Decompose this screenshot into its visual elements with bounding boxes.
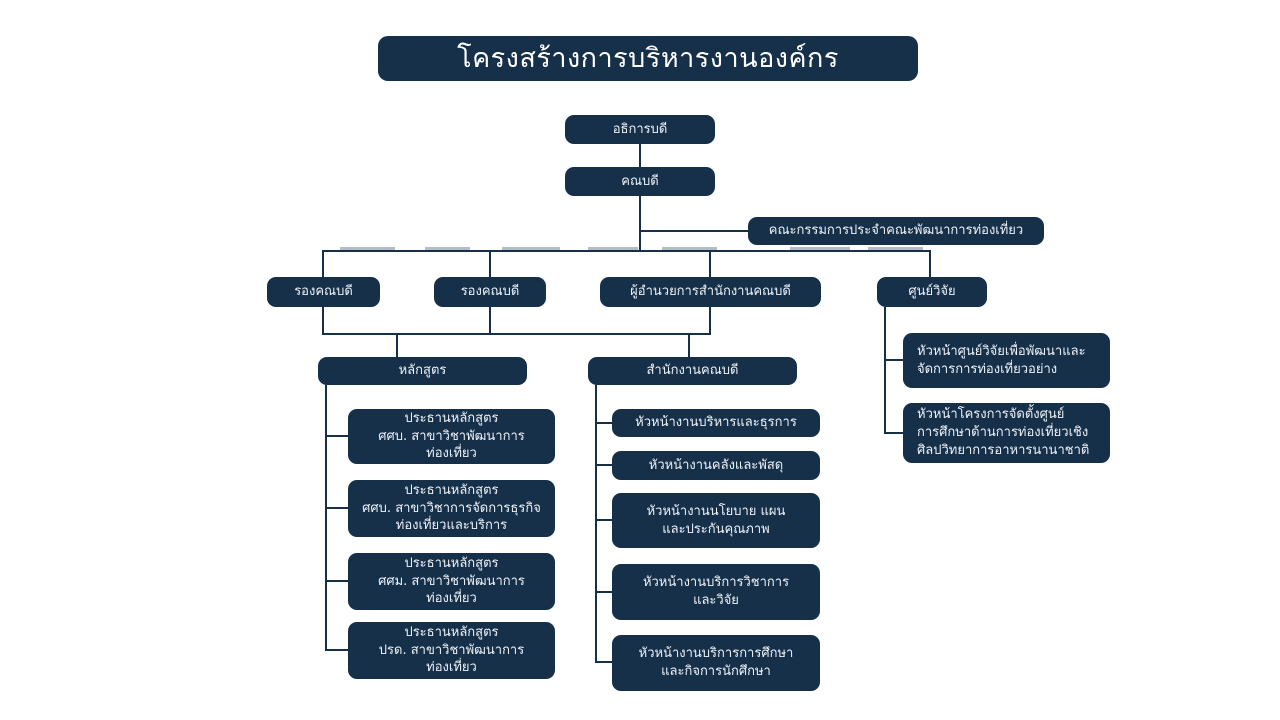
- connector-stub: [595, 422, 612, 424]
- connector-stub: [595, 519, 612, 521]
- connector-drop: [322, 250, 324, 277]
- node-office-unit-2: หัวหน้างานคลังและพัสดุ: [612, 451, 820, 480]
- connector-dean-committee: [639, 230, 748, 232]
- node-office-unit-1: หัวหน้างานบริหารและธุรการ: [612, 409, 820, 437]
- node-program-2: ประธานหลักสูตร ศศบ. สาขาวิชาการจัดการธุร…: [348, 480, 555, 537]
- node-research-unit-1: หัวหน้าศูนย์วิจัยเพื่อพัฒนาและ จัดการการ…: [903, 333, 1110, 388]
- node-program-1: ประธานหลักสูตร ศศบ. สาขาวิชาพัฒนาการ ท่อ…: [348, 409, 555, 464]
- connector-rector-dean: [639, 144, 641, 167]
- connector-riser: [709, 307, 711, 334]
- connector-dean-office-spine: [595, 385, 597, 663]
- connector-stub: [325, 580, 348, 582]
- connector-riser: [489, 307, 491, 334]
- page-title: โครงสร้างการบริหารงานองค์กร: [378, 36, 918, 81]
- connector-stub: [884, 432, 903, 434]
- accent-line: [588, 247, 638, 250]
- connector-drop-curriculum: [396, 333, 398, 357]
- connector-stub: [595, 661, 612, 663]
- node-vice-dean-1: รองคณบดี: [267, 277, 380, 307]
- node-curriculum: หลักสูตร: [318, 357, 527, 385]
- accent-line: [340, 247, 395, 250]
- accent-line: [868, 247, 923, 250]
- connector-drop: [929, 250, 931, 277]
- accent-line: [425, 247, 470, 250]
- connector-curriculum-spine: [325, 385, 327, 651]
- connector-riser: [322, 307, 324, 334]
- node-research-unit-2: หัวหน้าโครงการจัดตั้งศูนย์ การศึกษาด้านก…: [903, 403, 1110, 463]
- node-dean: คณบดี: [565, 167, 715, 196]
- node-rector: อธิการบดี: [565, 115, 715, 144]
- node-committee: คณะกรรมการประจำคณะพัฒนาการท่องเที่ยว: [748, 217, 1044, 245]
- accent-line: [662, 247, 717, 250]
- connector-dean-down: [639, 196, 641, 252]
- connector-stub: [884, 359, 903, 361]
- connector-stub: [595, 464, 612, 466]
- node-dean-office: สำนักงานคณบดี: [588, 357, 797, 385]
- connector-stub: [595, 591, 612, 593]
- node-vice-dean-2: รองคณบดี: [434, 277, 546, 307]
- node-office-unit-3: หัวหน้างานนโยบาย แผน และประกันคุณภาพ: [612, 493, 820, 548]
- node-research-center: ศูนย์วิจัย: [877, 277, 987, 307]
- node-office-unit-4: หัวหน้างานบริการวิชาการ และวิจัย: [612, 564, 820, 620]
- connector-drop: [489, 250, 491, 277]
- accent-line: [790, 247, 850, 250]
- node-office-unit-5: หัวหน้างานบริการการศึกษา และกิจการนักศึก…: [612, 635, 820, 691]
- connector-stub: [325, 649, 348, 651]
- connector-sub-rail: [322, 333, 711, 335]
- connector-drop: [709, 250, 711, 277]
- connector-main-rail: [322, 250, 931, 252]
- node-program-3: ประธานหลักสูตร ศศม. สาขาวิชาพัฒนาการ ท่อ…: [348, 553, 555, 610]
- node-program-4: ประธานหลักสูตร ปรด. สาขาวิชาพัฒนาการ ท่อ…: [348, 622, 555, 679]
- connector-drop-dean-office: [688, 333, 690, 357]
- connector-stub: [325, 435, 348, 437]
- connector-stub: [325, 507, 348, 509]
- accent-line: [502, 247, 560, 250]
- connector-research-spine: [884, 307, 886, 434]
- node-office-director: ผู้อำนวยการสำนักงานคณบดี: [600, 277, 821, 307]
